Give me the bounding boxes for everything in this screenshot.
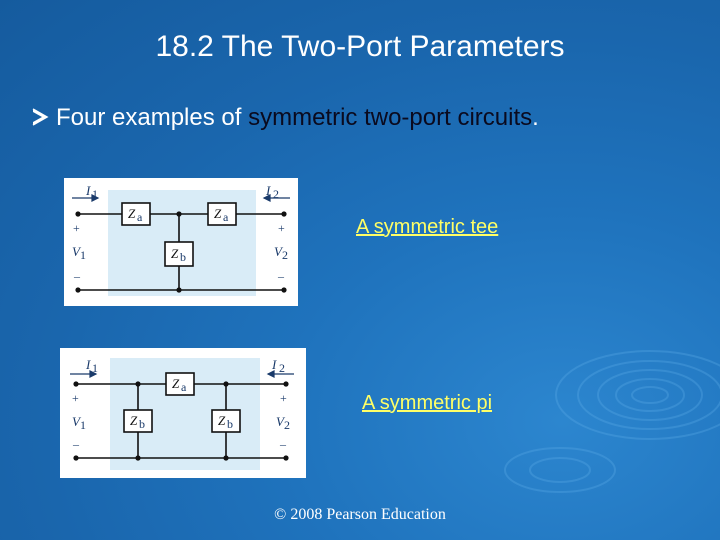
- plus-left: +: [72, 391, 79, 405]
- current-i2-label: I: [271, 357, 277, 372]
- impedance-zb-left: [123, 409, 153, 433]
- plus-left: +: [73, 221, 80, 235]
- svg-text:1: 1: [80, 248, 86, 262]
- copyright-footer: © 2008 Pearson Education: [274, 506, 446, 523]
- impedance-za-right: [207, 202, 237, 226]
- plus-right: +: [278, 221, 285, 235]
- pi-circuit-diagram: I 1 I 2 + V 1 – + V 2 – Z a Z b Z b: [60, 348, 306, 478]
- bullet-prefix: Four examples of: [56, 104, 249, 131]
- current-i2-label: I: [265, 183, 271, 198]
- svg-text:a: a: [181, 380, 187, 394]
- svg-text:b: b: [139, 417, 145, 431]
- plus-right: +: [280, 391, 287, 405]
- svg-text:Z: Z: [172, 376, 180, 391]
- bullet-suffix: .: [532, 104, 539, 131]
- bullet-point: Four examples of symmetric two-port circ…: [30, 104, 539, 132]
- svg-text:Z: Z: [128, 206, 136, 221]
- bullet-highlight: symmetric two-port circuits: [248, 104, 533, 131]
- svg-text:1: 1: [92, 361, 98, 375]
- arrow-bullet-icon: [30, 104, 50, 132]
- svg-text:Z: Z: [214, 206, 222, 221]
- svg-text:2: 2: [284, 418, 290, 432]
- svg-text:2: 2: [273, 187, 279, 201]
- voltage-v2-label: V: [274, 244, 284, 259]
- minus-right: –: [277, 269, 285, 283]
- svg-text:a: a: [223, 210, 229, 224]
- svg-text:2: 2: [279, 361, 285, 375]
- voltage-v1-label: V: [72, 414, 82, 429]
- svg-text:a: a: [137, 210, 143, 224]
- svg-text:1: 1: [92, 187, 98, 201]
- impedance-zb-right: [211, 409, 241, 433]
- svg-text:b: b: [180, 250, 186, 264]
- svg-text:Z: Z: [218, 413, 226, 428]
- voltage-v2-label: V: [276, 414, 286, 429]
- svg-text:2: 2: [282, 248, 288, 262]
- current-i1-label: I: [85, 357, 91, 372]
- svg-text:Z: Z: [130, 413, 138, 428]
- voltage-v1-label: V: [72, 244, 82, 259]
- impedance-zb: [164, 241, 194, 267]
- svg-text:b: b: [227, 417, 233, 431]
- current-i1-label: I: [85, 183, 91, 198]
- slide-title: 18.2 The Two-Port Parameters: [155, 30, 565, 63]
- impedance-za-left: [121, 202, 151, 226]
- minus-right: –: [279, 437, 287, 451]
- svg-text:1: 1: [80, 418, 86, 432]
- link-symmetric-tee[interactable]: A symmetric tee: [356, 216, 499, 238]
- impedance-za: [165, 372, 195, 396]
- link-symmetric-pi[interactable]: A symmetric pi: [362, 392, 493, 414]
- minus-left: –: [72, 437, 80, 451]
- minus-left: –: [73, 269, 81, 283]
- tee-circuit-diagram: I 1 I 2 + V 1 – + V 2 – Z a Z a Z b: [64, 178, 298, 306]
- svg-text:Z: Z: [171, 246, 179, 261]
